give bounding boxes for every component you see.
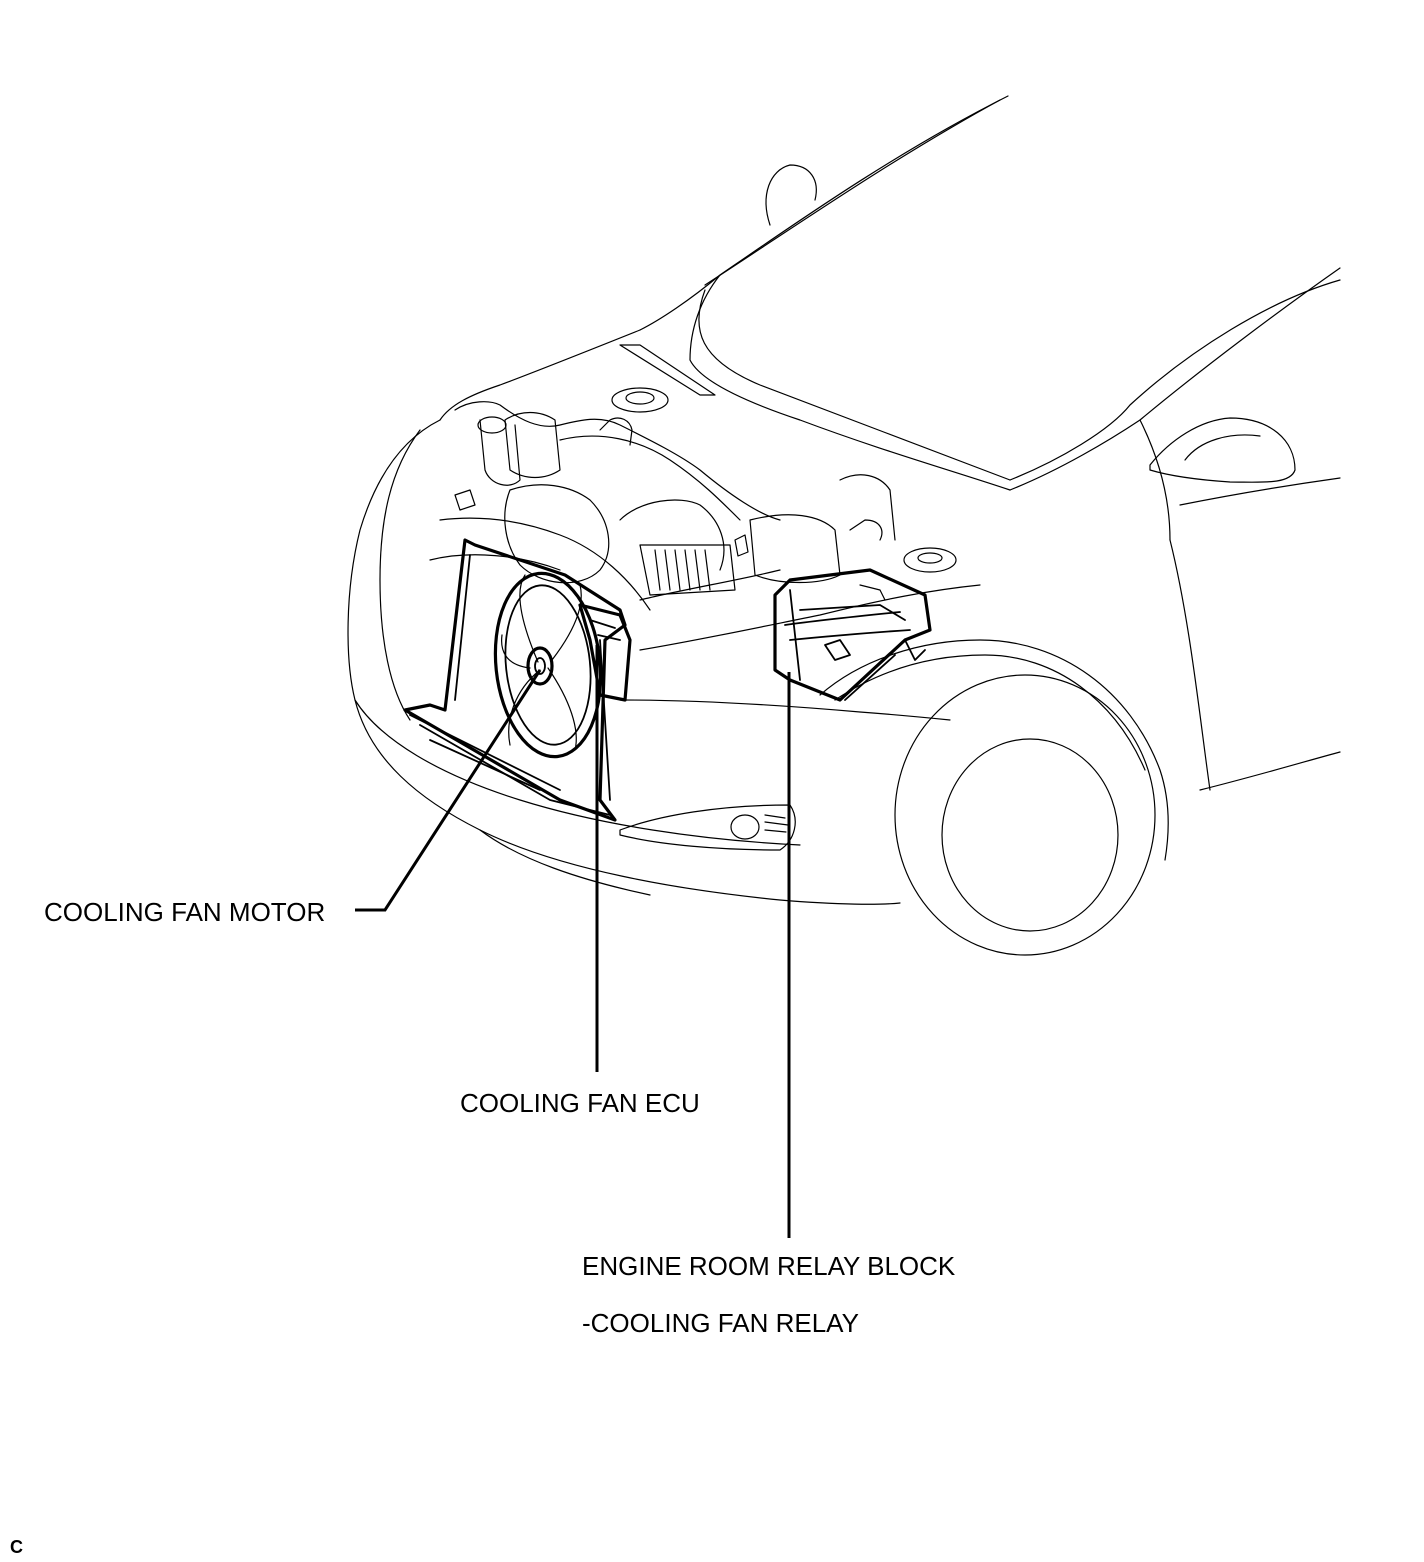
cooling-fan-assembly xyxy=(403,538,632,822)
label-cooling-fan-ecu: COOLING FAN ECU xyxy=(460,1088,700,1118)
label-cooling-fan-motor: COOLING FAN MOTOR xyxy=(44,897,326,927)
car-body xyxy=(347,95,1341,956)
engine-room-relay-block xyxy=(773,568,932,702)
label-cooling-fan-relay: -COOLING FAN RELAY xyxy=(582,1308,859,1338)
label-engine-room-relay-block: ENGINE ROOM RELAY BLOCK xyxy=(582,1251,956,1281)
figure-code: C xyxy=(10,1537,23,1557)
leader-lines xyxy=(355,645,791,1238)
leader-cooling-fan-motor xyxy=(355,669,542,912)
